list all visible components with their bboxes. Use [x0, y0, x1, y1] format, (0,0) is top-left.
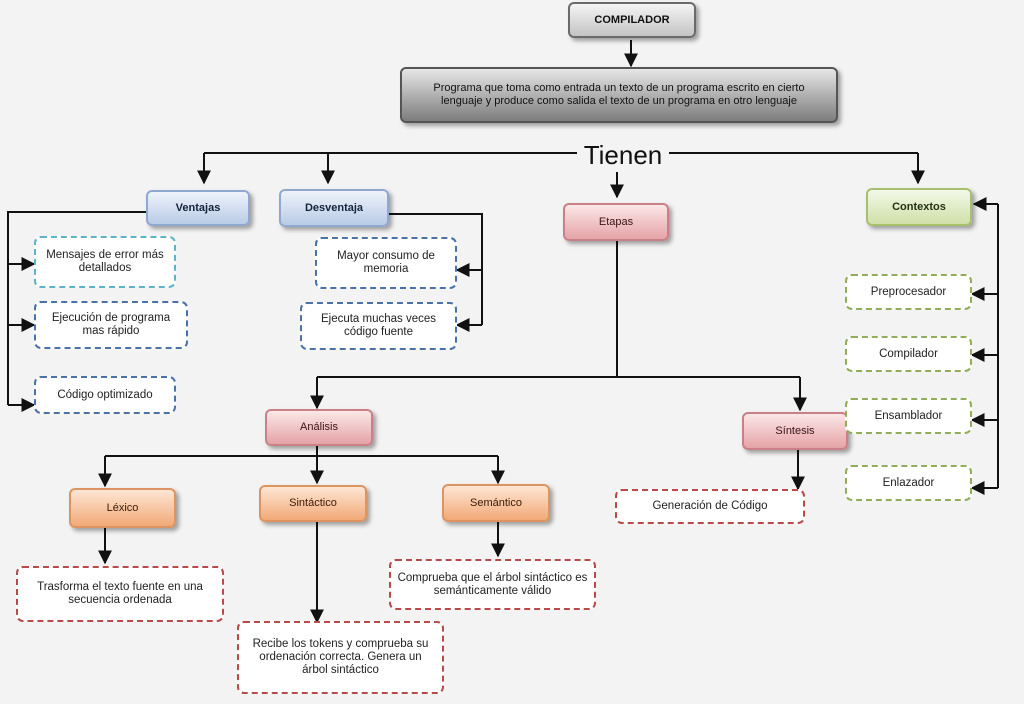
etapas-node: Etapas	[563, 203, 669, 241]
desventaja-node: Desventaja	[279, 189, 389, 227]
contextos-item-enlazador: Enlazador	[845, 465, 972, 501]
desventaja-item-memory: Mayor consumo de memoria	[315, 237, 457, 289]
connector-label: Tienen	[577, 138, 669, 172]
contextos-item-ensamblador: Ensamblador	[845, 398, 972, 434]
lexico-desc: Trasforma el texto fuente en una secuenc…	[16, 566, 224, 622]
ventajas-item-optimized: Código optimizado	[34, 376, 176, 414]
contextos-item-preprocesador: Preprocesador	[845, 274, 972, 310]
lexico-node: Léxico	[69, 488, 176, 528]
edge-ventajas-bracket	[7, 211, 146, 405]
sintactico-desc: Recibe los tokens y comprueba su ordenac…	[237, 621, 444, 694]
definition-node: Programa que toma como entrada un texto …	[400, 67, 838, 123]
title-node: COMPILADOR	[568, 2, 696, 38]
edge-desventaja-bracket	[388, 213, 483, 325]
sintesis-desc: Generación de Código	[615, 489, 805, 524]
contextos-item-compilador: Compilador	[845, 336, 972, 372]
sintesis-node: Síntesis	[742, 412, 848, 450]
semantico-desc: Comprueba que el árbol sintáctico es sem…	[389, 559, 596, 610]
analisis-node: Análisis	[265, 409, 373, 446]
semantico-node: Semántico	[442, 484, 550, 522]
ventajas-item-speed: Ejecución de programa mas rápido	[34, 301, 188, 349]
sintactico-node: Sintáctico	[259, 485, 367, 522]
ventajas-node: Ventajas	[146, 190, 250, 226]
desventaja-item-repeat: Ejecuta muchas veces código fuente	[300, 302, 457, 350]
ventajas-item-errors: Mensajes de error más detallados	[34, 236, 176, 288]
contextos-node: Contextos	[866, 188, 972, 226]
